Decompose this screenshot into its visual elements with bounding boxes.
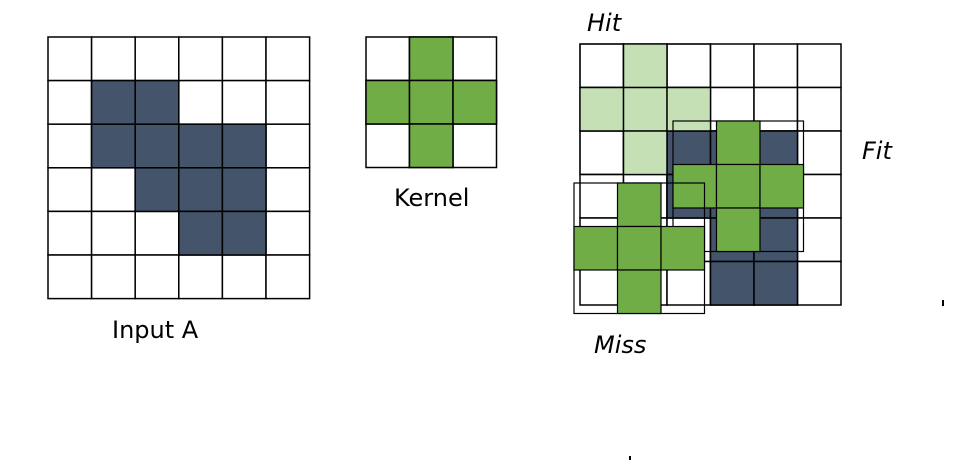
result-grid-cell (796, 43, 842, 89)
fit-kernel-cell (715, 207, 761, 253)
input-grid-cell (90, 167, 136, 213)
miss-kernel-cell (573, 225, 619, 271)
input-grid-cell (221, 79, 267, 125)
hit-kernel-cell (622, 43, 668, 89)
result-grid-cell (796, 86, 842, 132)
hit-kernel-cell (622, 130, 668, 176)
result-grid-cell (796, 260, 842, 306)
input-grid-cell (47, 210, 93, 256)
input-grid-cell (178, 79, 224, 125)
input-grid-filled-cell (134, 79, 180, 125)
input-grid-filled-cell (178, 123, 224, 169)
miss-kernel-cell (616, 225, 662, 271)
kernel-grid-cell (365, 123, 411, 169)
input-grid-cell (178, 254, 224, 300)
result-grid-cell (753, 43, 799, 89)
input-grid-cell (265, 167, 311, 213)
result-grid-cell (579, 43, 625, 89)
hit-kernel-cell (622, 86, 668, 132)
kernel-grid-filled-cell (365, 79, 411, 125)
kernel-grid-filled-cell (408, 123, 454, 169)
result-grid-cell (579, 130, 625, 176)
input-grid-cell (90, 254, 136, 300)
fit-kernel-cell (715, 120, 761, 166)
result-grid-filled-cell (753, 260, 799, 306)
miss-kernel-cell (660, 225, 706, 271)
input-grid-filled-cell (90, 123, 136, 169)
input-grid-cell (134, 210, 180, 256)
input-grid-cell (90, 36, 136, 82)
input-grid-cell (265, 123, 311, 169)
hit-label: Hit (587, 9, 622, 37)
input-grid-cell (134, 254, 180, 300)
input-grid-cell (90, 210, 136, 256)
input-grid-cell (134, 36, 180, 82)
input-grid-filled-cell (178, 167, 224, 213)
kernel-grid-filled-cell (408, 36, 454, 82)
result-grid-filled-cell (709, 260, 755, 306)
fit-kernel-cell (672, 163, 718, 209)
input-grid-cell (178, 36, 224, 82)
input-grid-filled-cell (134, 167, 180, 213)
fit-kernel-cell (715, 163, 761, 209)
hit-kernel-cell (666, 86, 712, 132)
input-grid-cell (47, 123, 93, 169)
input-grid-filled-cell (221, 123, 267, 169)
input-label: Input A (112, 316, 199, 344)
kernel-grid-cell (452, 36, 498, 82)
result-grid-cell (753, 86, 799, 132)
kernel-label: Kernel (394, 184, 470, 212)
result-grid-cell (579, 173, 625, 219)
input-grid-filled-cell (221, 167, 267, 213)
kernel-grid-filled-cell (452, 79, 498, 125)
input-grid-filled-cell (178, 210, 224, 256)
stray-mark (629, 456, 631, 460)
miss-label: Miss (594, 331, 647, 359)
input-grid-cell (47, 167, 93, 213)
input-grid-cell (47, 79, 93, 125)
input-grid-cell (221, 36, 267, 82)
kernel-grid-cell (365, 36, 411, 82)
fit-label: Fit (862, 137, 892, 165)
input-grid-cell (265, 36, 311, 82)
kernel-grid-cell (452, 123, 498, 169)
input-grid-cell (265, 254, 311, 300)
kernel-grid-filled-cell (408, 79, 454, 125)
stray-mark (942, 300, 944, 306)
input-grid-filled-cell (90, 79, 136, 125)
input-grid-filled-cell (134, 123, 180, 169)
input-grid-cell (47, 254, 93, 300)
result-grid-cell (666, 43, 712, 89)
input-grid-cell (265, 210, 311, 256)
input-grid-filled-cell (221, 210, 267, 256)
miss-kernel-cell (616, 182, 662, 228)
fit-kernel-cell (759, 163, 805, 209)
result-grid-cell (709, 43, 755, 89)
input-grid-cell (221, 254, 267, 300)
hit-kernel-cell (579, 86, 625, 132)
miss-kernel-cell (616, 269, 662, 315)
input-grid-cell (265, 79, 311, 125)
input-grid-cell (47, 36, 93, 82)
